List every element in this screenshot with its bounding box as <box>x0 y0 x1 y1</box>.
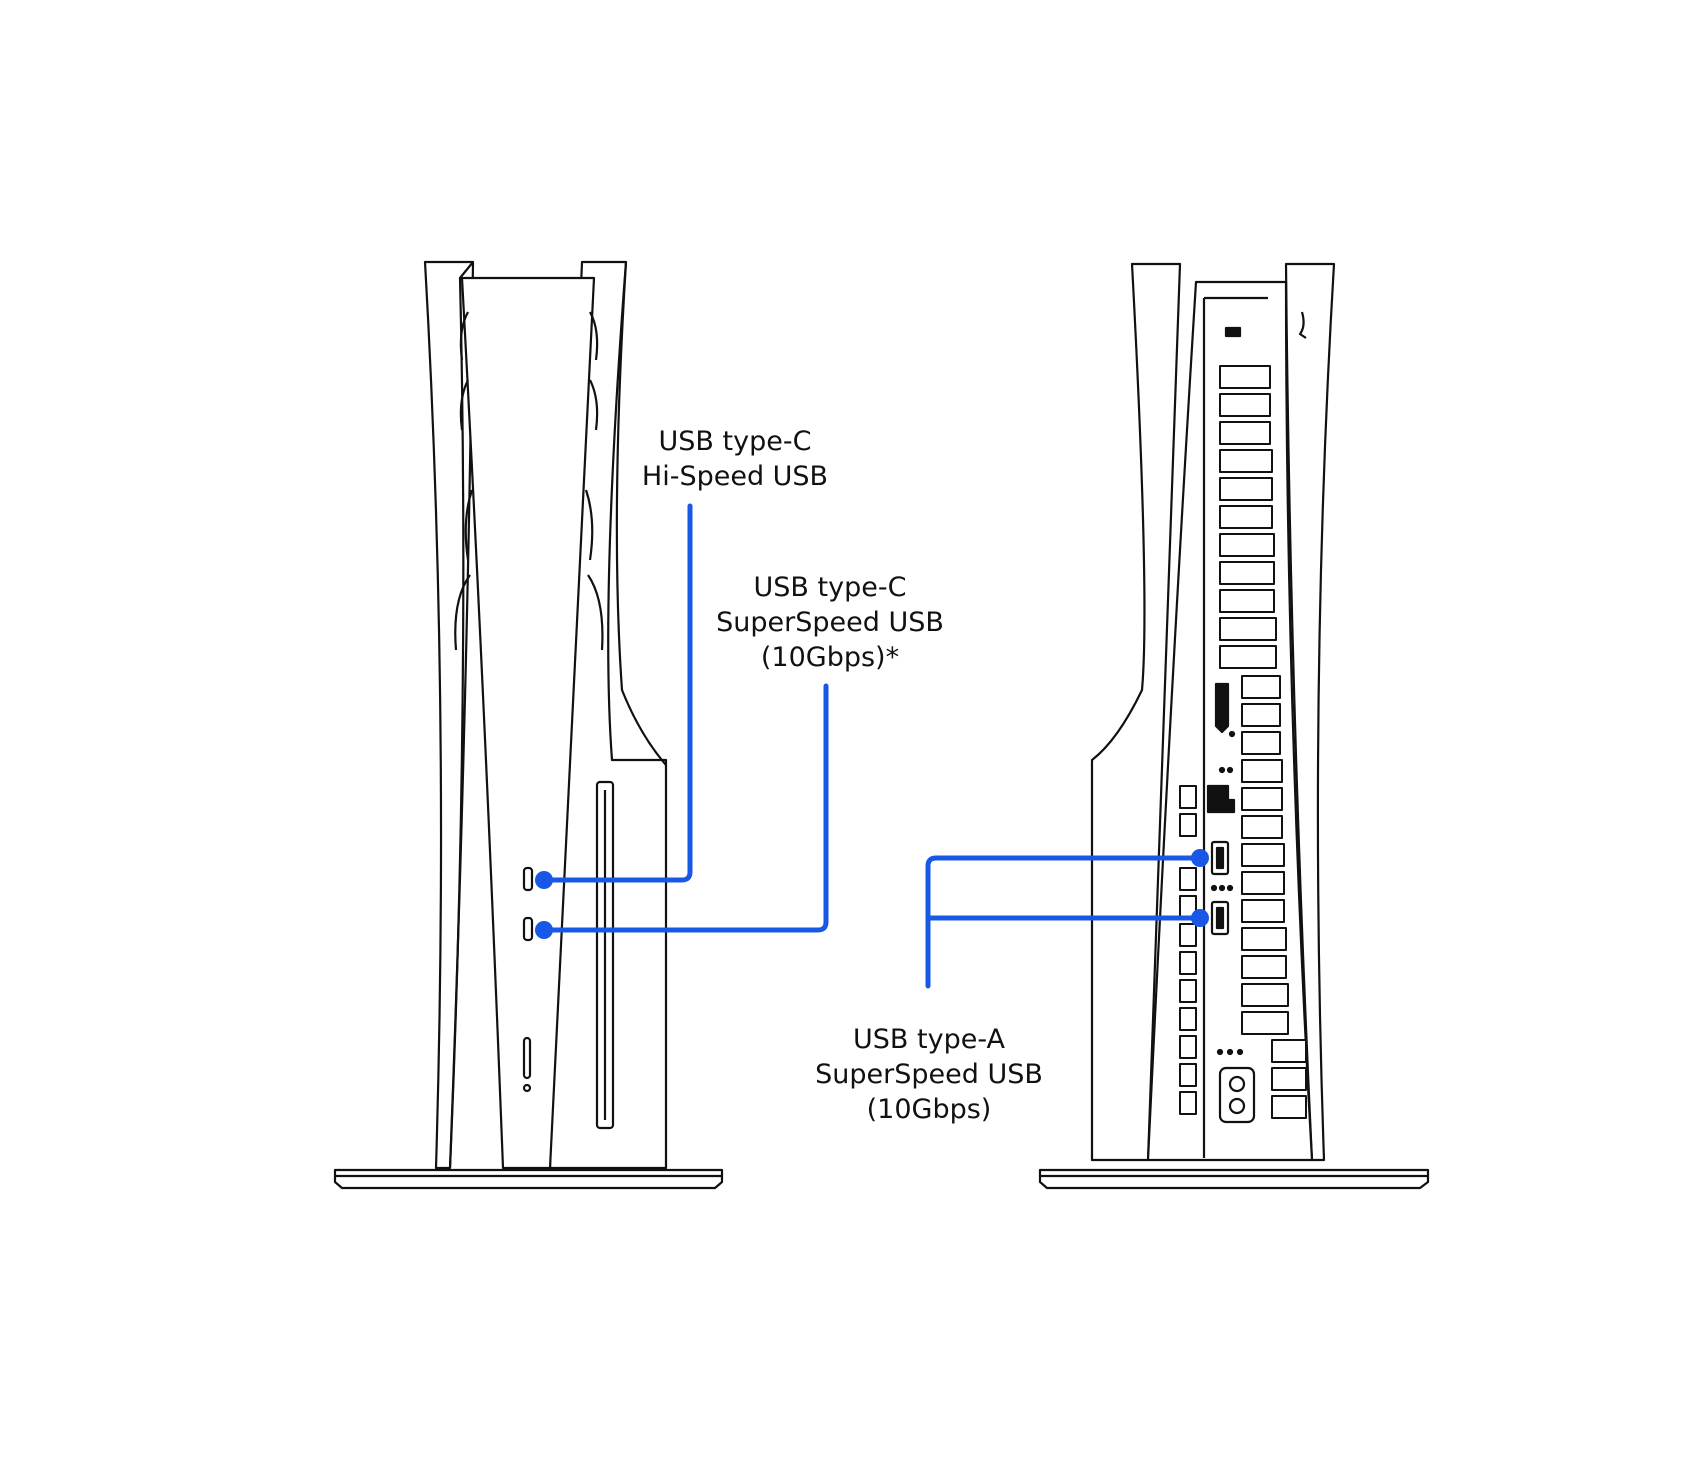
label-usb-c-hispeed-line2: Hi-Speed USB <box>641 461 829 492</box>
lan-port <box>1206 784 1236 814</box>
callout-lines <box>543 503 1199 989</box>
ac-power-inlet <box>1218 1066 1256 1124</box>
hdmi-port <box>1214 682 1230 734</box>
front-center-body <box>460 276 596 1170</box>
label-usb-c-hispeed-line1: USB type-C <box>658 426 812 457</box>
kensington-slot <box>1224 326 1242 338</box>
logo-mark <box>1298 311 1307 339</box>
front-view-console <box>333 260 724 1190</box>
label-usb-a-superspeed-line2: SuperSpeed USB <box>815 1059 1043 1090</box>
callout-dot-rear-usb-a-top <box>1191 849 1209 867</box>
callout-dot-front-hispeed <box>535 871 553 889</box>
callout-dot-rear-usb-a-bottom <box>1191 909 1209 927</box>
front-stand <box>333 1168 724 1190</box>
label-usb-c-superspeed-line2: SuperSpeed USB <box>716 607 944 638</box>
callout-dot-front-superspeed <box>535 921 553 939</box>
label-usb-c-superspeed-line1: USB type-C <box>753 572 907 603</box>
label-usb-c-superspeed-line3: (10Gbps)* <box>760 642 900 673</box>
label-usb-c-superspeed: USB type-C SuperSpeed USB (10Gbps)* <box>700 570 960 675</box>
callout-dots <box>535 849 1209 939</box>
callout-line-rear-usb-a <box>925 855 1199 989</box>
callout-line-front-hispeed <box>543 503 693 883</box>
label-usb-a-superspeed-line1: USB type-A <box>853 1024 1005 1055</box>
power-button-icon <box>522 1083 532 1093</box>
rear-stand <box>1038 1168 1430 1190</box>
label-usb-a-superspeed-line3: (10Gbps) <box>866 1094 992 1125</box>
label-usb-c-hispeed: USB type-C Hi-Speed USB <box>615 424 855 494</box>
rear-view-console <box>1038 262 1430 1190</box>
front-left-shell <box>423 260 475 1170</box>
rear-vent-grid <box>1179 365 1307 1119</box>
label-usb-a-superspeed: USB type-A SuperSpeed USB (10Gbps) <box>799 1022 1059 1127</box>
front-port-usb-c-top <box>522 866 534 892</box>
callout-line-front-superspeed <box>543 683 829 933</box>
rear-left-shell <box>1090 262 1182 1162</box>
front-port-usb-c-bottom <box>522 916 534 942</box>
front-eject-slot <box>522 1036 532 1080</box>
rear-right-shell <box>1284 262 1336 1162</box>
